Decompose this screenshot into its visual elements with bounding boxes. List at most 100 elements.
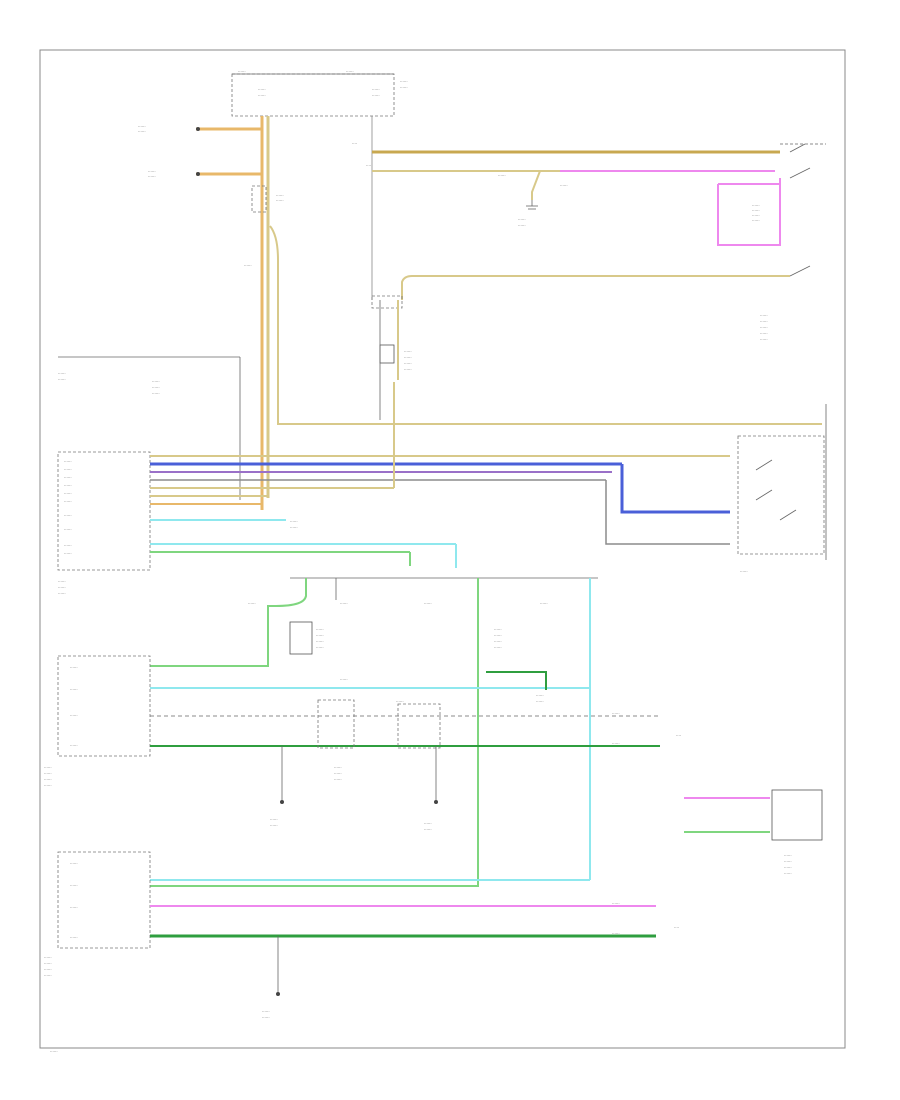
svg-text:......: ...... — [760, 318, 768, 323]
svg-text:......: ...... — [64, 498, 72, 503]
svg-text:......: ...... — [518, 216, 526, 221]
svg-text:......: ...... — [760, 330, 768, 335]
svg-text:......: ...... — [536, 698, 544, 703]
svg-text:......: ...... — [44, 776, 52, 781]
svg-text:......: ...... — [276, 192, 284, 197]
svg-text:......: ...... — [752, 217, 760, 222]
svg-text:......: ...... — [404, 354, 412, 359]
sensor-group: ............ ............ ............ .… — [270, 676, 441, 831]
svg-text:......: ...... — [404, 348, 412, 353]
left-connector: ............ ............ ...... — [58, 356, 241, 500]
svg-text:....: .... — [352, 140, 357, 145]
svg-text:......: ...... — [334, 770, 342, 775]
svg-text:......: ...... — [404, 360, 412, 365]
connector-icon — [196, 172, 200, 176]
svg-text:......: ...... — [58, 578, 66, 583]
svg-text:......: ...... — [372, 86, 380, 91]
svg-text:......: ...... — [138, 128, 146, 133]
svg-text:......: ...... — [64, 542, 72, 547]
svg-text:......: ...... — [316, 638, 324, 643]
svg-text:......: ...... — [740, 568, 748, 573]
right-switch-block: ...... — [605, 404, 827, 573]
svg-text:......: ...... — [70, 882, 78, 887]
svg-text:......: ...... — [784, 858, 792, 863]
module-b: ............ ............ ............ .… — [44, 851, 679, 1019]
svg-text:......: ...... — [494, 626, 502, 631]
svg-text:......: ...... — [612, 710, 620, 715]
module-a: ............ ............ ............ .… — [44, 655, 681, 787]
page-reference: ...... — [50, 1048, 58, 1053]
svg-text:......: ...... — [64, 526, 72, 531]
svg-text:......: ...... — [760, 324, 768, 329]
svg-text:......: ...... — [784, 852, 792, 857]
svg-text:......: ...... — [494, 632, 502, 637]
svg-text:......: ...... — [64, 512, 72, 517]
svg-text:......: ...... — [612, 900, 620, 905]
svg-text:......: ...... — [404, 366, 412, 371]
svg-text:......: ...... — [760, 336, 768, 341]
svg-text:......: ...... — [316, 644, 324, 649]
svg-text:......: ...... — [70, 934, 78, 939]
svg-text:......: ...... — [44, 782, 52, 787]
connector-icon — [196, 127, 200, 131]
svg-text:......: ...... — [752, 202, 760, 207]
tan-branch: ............ ........ — [269, 116, 822, 425]
control-module-box: ............ ............ ............ .… — [57, 451, 151, 595]
svg-text:......: ...... — [44, 966, 52, 971]
svg-text:......: ...... — [494, 638, 502, 643]
middle-relays: ............ ............ ............ .… — [150, 578, 591, 887]
svg-text:......: ...... — [760, 312, 768, 317]
svg-text:......: ...... — [752, 212, 760, 217]
svg-text:......: ...... — [58, 584, 66, 589]
svg-text:......: ...... — [494, 644, 502, 649]
svg-text:......: ...... — [540, 600, 548, 605]
svg-text:......: ...... — [44, 770, 52, 775]
svg-text:......: ...... — [262, 1014, 270, 1019]
svg-text:......: ...... — [316, 632, 324, 637]
svg-text:......: ...... — [258, 92, 266, 97]
ground-symbol-icon: ............ — [518, 200, 538, 227]
svg-text:......: ...... — [372, 92, 380, 97]
svg-text:......: ...... — [340, 676, 348, 681]
svg-text:......: ...... — [70, 904, 78, 909]
svg-text:......: ...... — [612, 740, 620, 745]
svg-text:......: ...... — [64, 474, 72, 479]
svg-text:......: ...... — [334, 764, 342, 769]
svg-text:......: ...... — [70, 860, 78, 865]
svg-text:......: ...... — [536, 692, 544, 697]
svg-text:......: ...... — [44, 972, 52, 977]
module-output-wires: ............ — [150, 382, 622, 568]
svg-text:......: ...... — [148, 173, 156, 178]
svg-text:......: ...... — [346, 68, 354, 73]
svg-text:......: ...... — [58, 590, 66, 595]
svg-text:......: ...... — [238, 68, 246, 73]
svg-text:......: ...... — [58, 376, 66, 381]
svg-text:......: ...... — [400, 84, 408, 89]
svg-text:......: ...... — [752, 207, 760, 212]
ground-symbol-icon — [434, 800, 438, 804]
svg-text:......: ...... — [138, 123, 146, 128]
svg-text:......: ...... — [396, 698, 404, 703]
svg-text:....: .... — [676, 732, 681, 737]
svg-text:......: ...... — [152, 390, 160, 395]
svg-text:....: .... — [674, 924, 679, 929]
svg-text:......: ...... — [424, 600, 432, 605]
trailer-connector: ............ ............ — [684, 789, 823, 875]
svg-text:......: ...... — [152, 378, 160, 383]
svg-text:......: ...... — [248, 600, 256, 605]
svg-text:....: .... — [366, 162, 371, 167]
svg-text:......: ...... — [290, 524, 298, 529]
svg-text:......: ...... — [70, 742, 78, 747]
upper-right-switches: ............ ............ ............ .… — [752, 143, 826, 341]
svg-text:......: ...... — [44, 954, 52, 959]
svg-text:......: ...... — [262, 1008, 270, 1013]
svg-text:......: ...... — [784, 864, 792, 869]
svg-text:......: ...... — [424, 820, 432, 825]
svg-text:......: ...... — [334, 776, 342, 781]
relay-center: ............ ............ — [371, 275, 790, 420]
svg-text:......: ...... — [64, 550, 72, 555]
svg-text:......: ...... — [784, 870, 792, 875]
svg-text:......: ...... — [276, 197, 284, 202]
svg-text:......: ...... — [70, 712, 78, 717]
